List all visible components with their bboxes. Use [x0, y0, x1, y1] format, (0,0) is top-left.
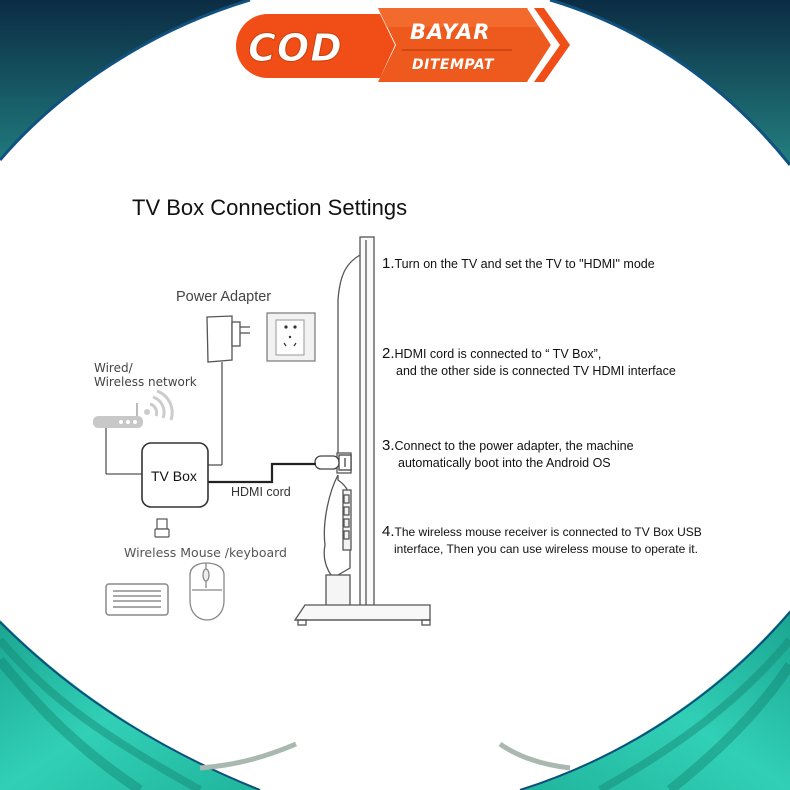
- step-1-text: Turn on the TV and set the TV to "HDMI" …: [394, 257, 655, 271]
- router-icon: [93, 389, 174, 428]
- step-3-number: 3.: [382, 437, 395, 454]
- tv-profile: [293, 236, 431, 626]
- diagram-title: TV Box Connection Settings: [132, 195, 408, 220]
- step-4-text-line1: The wireless mouse receiver is connected…: [394, 525, 702, 539]
- step-1-number: 1.: [382, 255, 395, 272]
- step-2: 2.HDMI cord is connected to “ TV Box”, a…: [382, 345, 676, 380]
- cod-label: COD: [248, 26, 343, 71]
- step-3-text-line2: automatically boot into the Android OS: [398, 456, 611, 470]
- step-3-text-line1: Connect to the power adapter, the machin…: [394, 439, 634, 453]
- step-4-number: 4.: [382, 523, 395, 540]
- ditempat-label: DITEMPAT: [412, 57, 494, 73]
- mouse-keyboard-label: Wireless Mouse /keyboard: [124, 545, 287, 560]
- usb-dongle-icon: [154, 518, 170, 538]
- tv-box-label: TV Box: [151, 468, 197, 484]
- step-1: 1.Turn on the TV and set the TV to "HDMI…: [382, 255, 655, 273]
- network-label-line2: Wireless network: [94, 375, 197, 389]
- step-4: 4.The wireless mouse receiver is connect…: [382, 523, 702, 558]
- step-2-text-line2: and the other side is connected TV HDMI …: [396, 364, 676, 378]
- power-adapter-icon: [206, 315, 250, 466]
- hdmi-cord-label: HDMI cord: [231, 485, 291, 499]
- step-2-number: 2.: [382, 345, 395, 362]
- cod-banner: [236, 7, 570, 83]
- mouse-icon: [189, 562, 225, 621]
- hdmi-plug-icon: [314, 454, 352, 471]
- step-2-text-line1: HDMI cord is connected to “ TV Box”,: [394, 347, 602, 361]
- bayar-label: BAYAR: [410, 20, 491, 44]
- network-label-line1: Wired/: [94, 361, 133, 375]
- wall-socket-icon: [266, 312, 316, 362]
- step-3: 3.Connect to the power adapter, the mach…: [382, 437, 634, 472]
- keyboard-icon: [105, 583, 169, 616]
- step-4-text-line2: interface, Then you can use wireless mou…: [394, 542, 698, 556]
- power-adapter-label: Power Adapter: [176, 289, 272, 305]
